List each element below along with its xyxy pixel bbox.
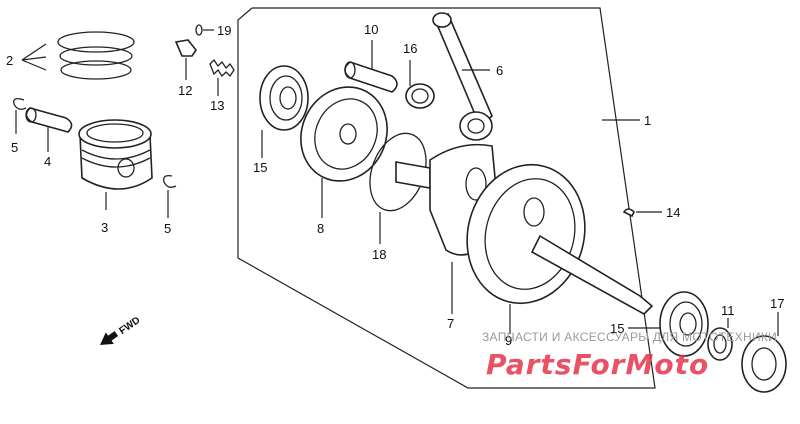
- watermark-caption: ЗАПЧАСТИ И АКСЕССУАРЫ ДЛЯ МОТОТЕХНИКИ: [482, 330, 777, 344]
- callout-2: 2: [6, 53, 13, 68]
- seal-part: [707, 318, 733, 361]
- callout-5a: 5: [11, 140, 18, 155]
- callout-15a: 15: [253, 160, 267, 175]
- callout-5b: 5: [164, 221, 171, 236]
- callout-19: 19: [217, 23, 231, 38]
- pin-19-part: [195, 24, 214, 36]
- bearing-lower-part: [628, 291, 709, 357]
- oil-seal-part: [741, 312, 787, 393]
- spring-13-part: [209, 58, 235, 96]
- piston-rings-part: [21, 31, 135, 80]
- needle-bearing-part: [405, 60, 435, 109]
- fwd-arrow: FWD: [100, 315, 142, 345]
- callout-17: 17: [770, 296, 784, 311]
- piston-pin-part: [25, 107, 73, 152]
- crank-pin-part: [344, 40, 398, 93]
- callout-9: 9: [505, 333, 512, 348]
- callout-14: 14: [666, 205, 680, 220]
- callout-6: 6: [496, 63, 503, 78]
- piston-part: [78, 119, 153, 210]
- woodruff-key-part: [622, 208, 635, 218]
- crank-disc-part: [300, 86, 388, 218]
- connecting-rod-part: [432, 12, 493, 141]
- callout-4: 4: [44, 154, 51, 169]
- callout-8: 8: [317, 221, 324, 236]
- callout-3: 3: [101, 220, 108, 235]
- crankshaft-right-part: [466, 163, 654, 334]
- callout-18: 18: [372, 247, 386, 262]
- callout-11: 11: [721, 303, 735, 318]
- fwd-label: FWD: [117, 315, 142, 337]
- callout-16: 16: [403, 41, 417, 56]
- circlip-upper-part: [13, 98, 27, 110]
- callout-12: 12: [178, 83, 192, 98]
- callout-13: 13: [210, 98, 224, 113]
- callout-7: 7: [447, 316, 454, 331]
- callout-15b: 15: [610, 321, 624, 336]
- callout-1: 1: [644, 113, 651, 128]
- watermark-logo: PartsForMoto: [486, 348, 709, 381]
- callout-10: 10: [364, 22, 378, 37]
- circlip-lower-part: [163, 174, 177, 188]
- assembly-group-frame: [237, 7, 656, 389]
- bearing-upper-part: [259, 65, 309, 158]
- plug-12-part: [174, 39, 197, 80]
